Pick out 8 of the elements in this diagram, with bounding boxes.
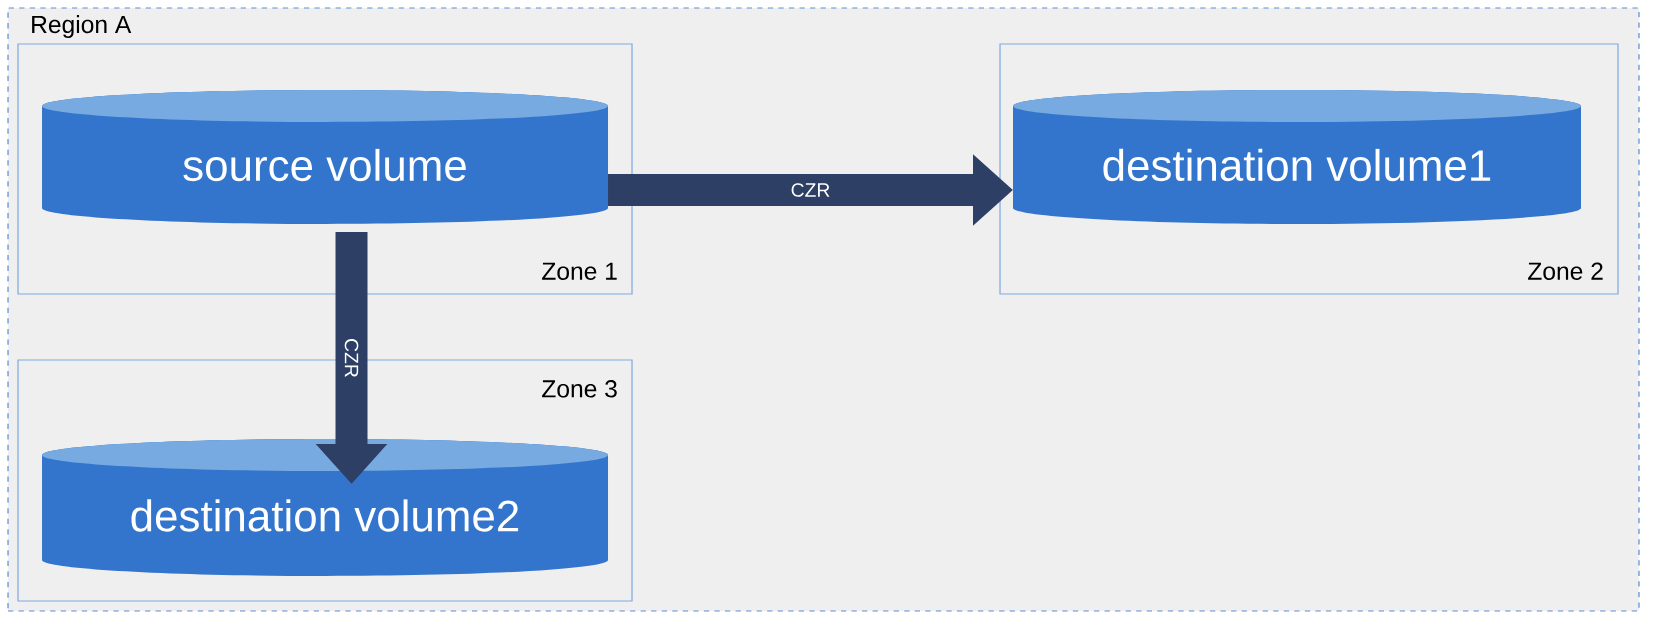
zone-label: Zone 2 bbox=[1528, 262, 1603, 280]
edge-label: CZR bbox=[788, 181, 833, 199]
region-label: Region A bbox=[32, 15, 132, 39]
zone-label: Zone 3 bbox=[542, 380, 617, 398]
cylinder: destination volume2 bbox=[42, 439, 608, 576]
cylinder: destination volume1 bbox=[1013, 90, 1581, 224]
zone-label: Zone 1 bbox=[542, 262, 617, 280]
cylinder: source volume bbox=[42, 90, 608, 224]
